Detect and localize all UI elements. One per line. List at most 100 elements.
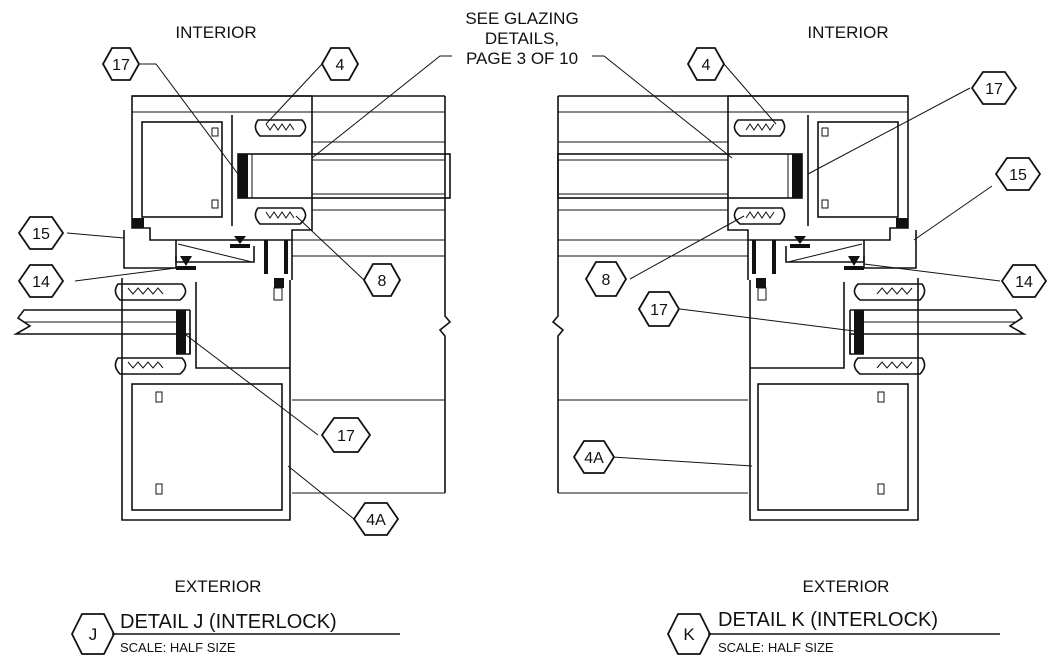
detail-j-ext-lower-gasket bbox=[114, 357, 187, 375]
detail-j-exterior-mullion bbox=[121, 278, 291, 521]
detail-j-upper-gasket-teeth bbox=[265, 123, 295, 131]
detail-k-lower-gasket bbox=[733, 207, 786, 225]
detail-j-ext-upper-gasket-teeth bbox=[127, 287, 164, 295]
callout-j-15: 15 bbox=[17, 216, 65, 250]
detail-j-seal-block-corner bbox=[274, 278, 284, 288]
detail-j-title-block: J DETAIL J (INTERLOCK) SCALE: HALF SIZE bbox=[70, 611, 400, 655]
detail-j-title: DETAIL J (INTERLOCK) bbox=[120, 611, 337, 633]
detail-j-setting-block-base bbox=[230, 244, 250, 248]
detail-k-exterior-mullion bbox=[749, 278, 919, 521]
detail-k-infill-edge bbox=[787, 153, 803, 199]
detail-k-lower-notch-1 bbox=[877, 391, 885, 403]
leader-k-17-mid bbox=[679, 308, 863, 333]
detail-k-exterior-chamber-upper bbox=[750, 282, 845, 369]
interior-label-right: INTERIOR bbox=[807, 23, 888, 42]
detail-k-infill-seal bbox=[792, 154, 802, 198]
glazing-note-line-3: PAGE 3 OF 10 bbox=[466, 49, 578, 68]
callout-j-4: 4 bbox=[320, 47, 360, 81]
callout-k-8: 8 bbox=[584, 261, 628, 297]
svg-text:4A: 4A bbox=[366, 512, 386, 529]
detail-k-letter: K bbox=[683, 625, 695, 644]
svg-text:17: 17 bbox=[650, 302, 668, 319]
glazing-note: SEE GLAZING DETAILS, PAGE 3 OF 10 bbox=[465, 9, 578, 68]
svg-text:15: 15 bbox=[32, 226, 50, 243]
detail-j-lower-gasket-teeth bbox=[265, 211, 295, 219]
detail-k-exterior-chamber-lower bbox=[757, 383, 909, 511]
detail-j-section bbox=[12, 95, 452, 521]
callout-j-17-top: 17 bbox=[101, 47, 141, 81]
svg-text:15: 15 bbox=[1009, 167, 1027, 184]
detail-j-lower-notch-2 bbox=[155, 483, 163, 495]
detail-k-setting-block bbox=[794, 236, 806, 244]
leader-j-4 bbox=[265, 63, 323, 125]
svg-text:17: 17 bbox=[337, 428, 355, 445]
svg-text:4A: 4A bbox=[584, 450, 604, 467]
detail-j-interlock-channel bbox=[175, 240, 255, 263]
leader-glazing-right bbox=[592, 55, 733, 159]
detail-j-lower-gasket bbox=[254, 207, 307, 225]
detail-k-chamber-notch-2 bbox=[821, 199, 829, 209]
detail-k-setting-block-14-base bbox=[844, 266, 864, 270]
detail-k-interlock-wedge bbox=[787, 243, 863, 263]
leader-k-4a bbox=[611, 456, 753, 467]
detail-k-seal-strip-2 bbox=[752, 240, 756, 274]
detail-k-seal-strip bbox=[772, 240, 776, 274]
callout-k-17-mid: 17 bbox=[637, 291, 681, 327]
leader-k-15 bbox=[913, 185, 993, 241]
glazing-note-line-1: SEE GLAZING bbox=[465, 9, 578, 28]
detail-k-break-line bbox=[551, 96, 565, 493]
detail-k-ext-upper-gasket-teeth bbox=[876, 287, 913, 295]
callout-j-14: 14 bbox=[17, 264, 65, 298]
leader-j-14 bbox=[74, 267, 177, 282]
callout-k-4a: 4A bbox=[572, 440, 616, 474]
svg-text:8: 8 bbox=[378, 273, 387, 290]
detail-k-chamber-notch bbox=[821, 127, 829, 137]
detail-j-ext-upper-gasket bbox=[114, 283, 187, 301]
detail-j-exterior-glass-return bbox=[176, 334, 191, 355]
detail-j-exterior-chamber-upper bbox=[195, 282, 290, 369]
detail-j-chamber-notch bbox=[211, 127, 219, 137]
detail-j-infill-edge bbox=[237, 153, 253, 199]
detail-k-upper-gasket-teeth bbox=[745, 123, 775, 131]
detail-k-seal-block-corner bbox=[756, 278, 766, 288]
svg-text:8: 8 bbox=[602, 272, 611, 289]
detail-j-exterior-chamber-lower bbox=[131, 383, 283, 511]
detail-k-seal-block-15 bbox=[896, 218, 908, 228]
leader-j-8 bbox=[295, 215, 365, 281]
callouts: 17 4 15 14 8 17 4A bbox=[17, 47, 1048, 536]
detail-k-title-block: K DETAIL K (INTERLOCK) SCALE: HALF SIZE bbox=[666, 609, 1000, 655]
detail-k-exterior-glass-return bbox=[849, 334, 864, 355]
detail-j-letter: J bbox=[89, 625, 98, 644]
detail-k-ext-lower-gasket bbox=[853, 357, 926, 375]
detail-k-interlock-channel bbox=[785, 240, 865, 263]
detail-k-infill-panel bbox=[557, 153, 803, 199]
detail-k-section bbox=[551, 95, 1028, 521]
svg-text:4: 4 bbox=[702, 57, 711, 74]
detail-k-lower-gasket-teeth bbox=[745, 211, 775, 219]
svg-text:14: 14 bbox=[32, 274, 50, 291]
callout-k-4: 4 bbox=[686, 47, 726, 81]
callout-k-17-top: 17 bbox=[970, 71, 1018, 105]
leader-k-4 bbox=[723, 63, 777, 125]
detail-j-upper-gasket bbox=[254, 119, 307, 137]
leader-k-17-top bbox=[807, 87, 971, 175]
detail-j-infill-panel bbox=[237, 153, 451, 199]
leader-j-17-top bbox=[139, 63, 239, 175]
svg-text:4: 4 bbox=[336, 57, 345, 74]
detail-k-title: DETAIL K (INTERLOCK) bbox=[718, 609, 938, 631]
detail-j-interlock-wedge bbox=[177, 243, 253, 263]
leader-k-14 bbox=[863, 263, 1001, 282]
exterior-label-left: EXTERIOR bbox=[175, 577, 262, 596]
detail-k-setting-block-base bbox=[790, 244, 810, 248]
detail-k-exterior-notch bbox=[757, 287, 767, 301]
leader-k-8 bbox=[629, 215, 745, 280]
detail-j-setting-block-14-base bbox=[176, 266, 196, 270]
detail-j-break-line bbox=[438, 96, 452, 493]
detail-k-interior-chamber bbox=[817, 121, 899, 218]
detail-j-interior-chamber bbox=[141, 121, 223, 218]
detail-j-exterior-notch bbox=[273, 287, 283, 301]
detail-j-seal-strip bbox=[264, 240, 268, 274]
detail-j-setting-block-14 bbox=[180, 256, 192, 266]
callout-j-8: 8 bbox=[362, 263, 402, 297]
